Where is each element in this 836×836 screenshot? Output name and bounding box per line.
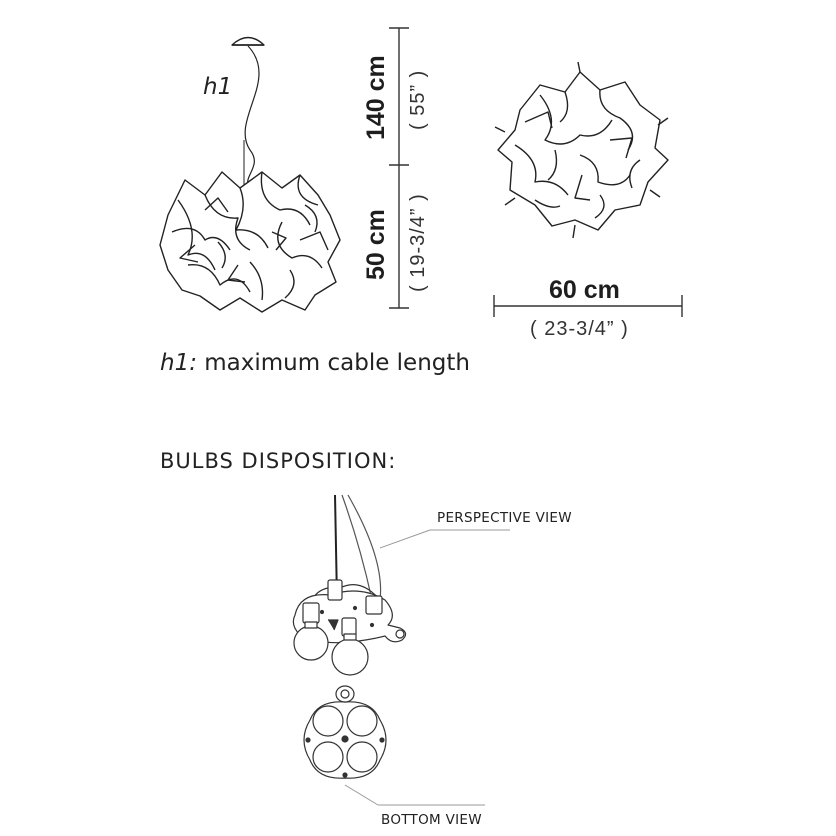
lamp-height-metric: 50 cm <box>362 209 390 280</box>
cable-caption-text: maximum cable length <box>196 350 470 376</box>
lamp-top-view-icon <box>494 61 669 239</box>
bulb-fixture-perspective-icon <box>292 494 407 676</box>
lamp-width-imperial: ( 23-3/4” ) <box>530 318 629 340</box>
bottom-view-label: BOTTOM VIEW <box>381 812 482 828</box>
perspective-view-label: PERSPECTIVE VIEW <box>437 510 572 526</box>
leader-lines <box>344 529 510 806</box>
bulb-fixture-bottom-icon <box>303 685 387 779</box>
cable-length-metric: 140 cm <box>362 55 390 140</box>
cable-caption: h1: maximum cable length <box>160 350 470 376</box>
vertical-dimension-lines <box>389 27 409 309</box>
cable-length-imperial: ( 55” ) <box>407 69 429 130</box>
cable-label: h1 <box>203 74 233 100</box>
cable-caption-term: h1: <box>160 350 197 376</box>
pendant-lamp-side-icon <box>159 36 341 313</box>
lamp-height-imperial: ( 19-3/4” ) <box>407 193 429 292</box>
lamp-width-metric: 60 cm <box>549 276 620 304</box>
horizontal-dimension-line <box>493 295 683 317</box>
bulbs-heading: BULBS DISPOSITION: <box>160 449 397 473</box>
